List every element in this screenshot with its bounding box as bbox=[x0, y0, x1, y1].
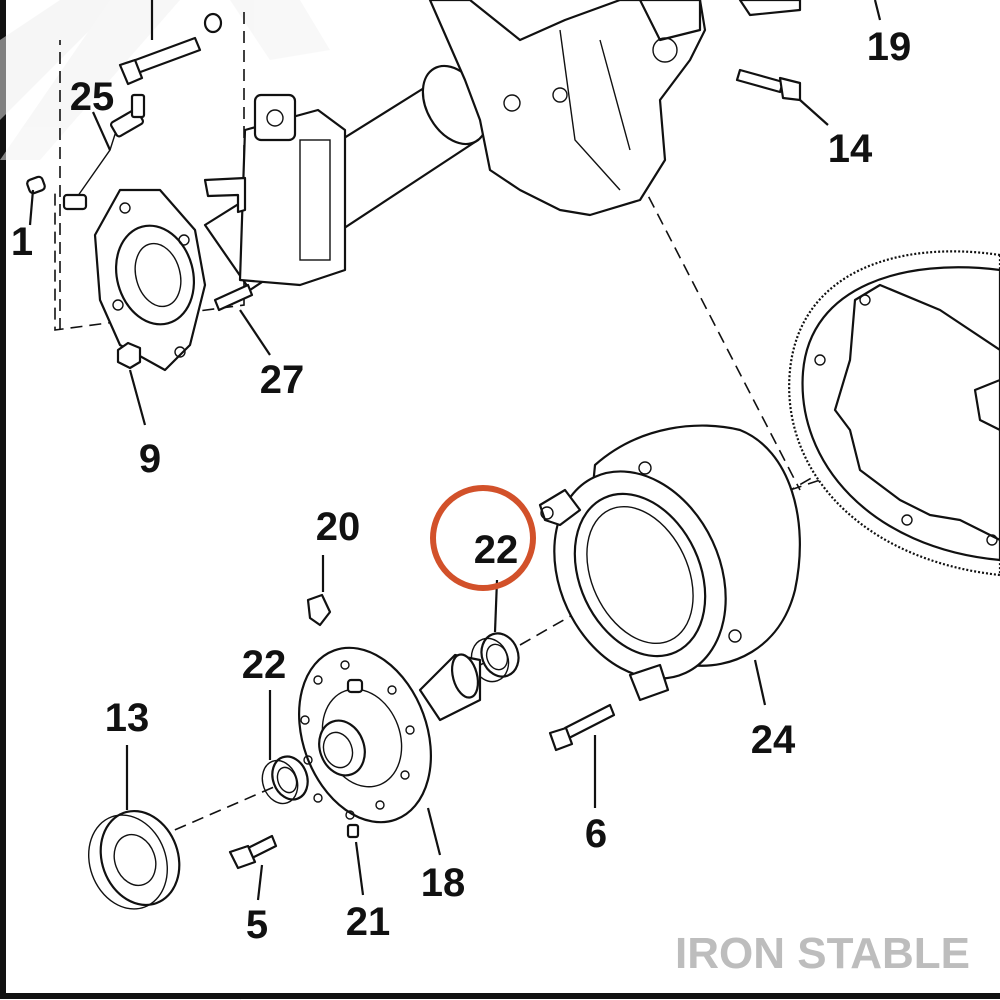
bolt-14 bbox=[735, 68, 802, 102]
bearing-13 bbox=[87, 809, 181, 910]
callout-20: 20 bbox=[316, 505, 361, 549]
callout-24: 24 bbox=[751, 718, 796, 762]
callout-labels: 19 25 14 1 27 9 20 22 22 13 24 6 18 5 21 bbox=[11, 25, 911, 947]
bolt-top-left bbox=[118, 0, 223, 86]
axle-housing bbox=[203, 0, 802, 292]
bearing-22-highlighted bbox=[470, 632, 520, 683]
ring-gear bbox=[788, 250, 1000, 577]
callout-13: 13 bbox=[105, 696, 150, 740]
bolt-6 bbox=[548, 703, 616, 752]
callout-19: 19 bbox=[867, 25, 912, 69]
highlight-circle bbox=[430, 485, 536, 591]
callout-1: 1 bbox=[11, 220, 33, 264]
callout-25: 25 bbox=[70, 75, 115, 119]
callout-6: 6 bbox=[585, 812, 607, 856]
callout-27: 27 bbox=[260, 358, 305, 402]
callout-14: 14 bbox=[828, 127, 873, 171]
set-screw-21 bbox=[346, 823, 360, 839]
nut-9 bbox=[116, 341, 142, 370]
callout-5: 5 bbox=[246, 903, 268, 947]
grease-fitting-20 bbox=[306, 593, 332, 627]
bearing-flange bbox=[93, 188, 207, 372]
carrier-housing-24 bbox=[538, 424, 801, 702]
callout-18: 18 bbox=[421, 861, 466, 905]
dowel-pin-27 bbox=[213, 283, 254, 312]
screw-1 bbox=[26, 175, 46, 195]
callout-9: 9 bbox=[139, 437, 161, 481]
bolt-5 bbox=[228, 834, 278, 870]
callout-21: 21 bbox=[346, 900, 391, 944]
callout-22-highlighted: 22 bbox=[474, 528, 519, 572]
watermark-text: IRON STABLE bbox=[675, 929, 970, 978]
differential-case-18 bbox=[298, 646, 482, 824]
bearing-22 bbox=[261, 755, 309, 805]
callout-22: 22 bbox=[242, 643, 287, 687]
